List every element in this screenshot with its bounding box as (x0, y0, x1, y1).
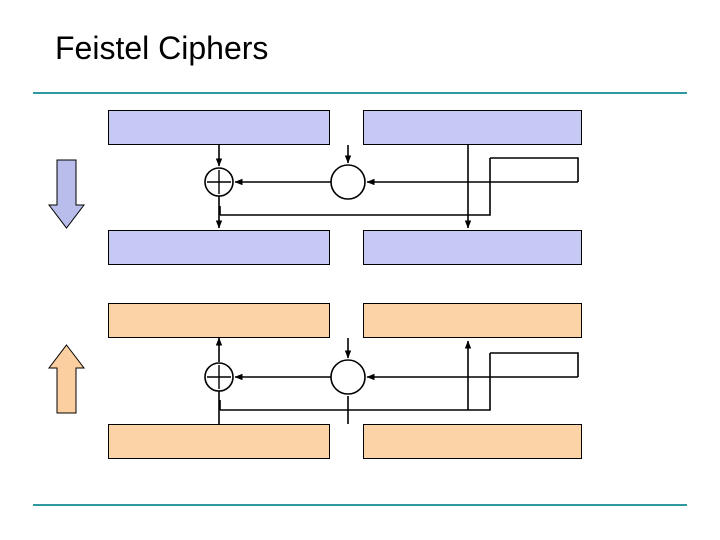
down-arrow-icon (47, 159, 86, 229)
decryption-bottom-right-block (363, 424, 582, 459)
decryption-wiring (215, 337, 579, 424)
encryption-bottom-right-block (363, 230, 582, 265)
page-title: Feistel Ciphers (55, 30, 269, 66)
up-arrow-icon (47, 344, 86, 414)
footer-divider-bottom (33, 504, 687, 506)
decryption-function-node (330, 359, 366, 395)
decryption-xor-node (204, 362, 234, 392)
encryption-xor-node (204, 167, 234, 197)
encryption-bottom-left-block (108, 230, 330, 265)
decryption-bottom-left-block (108, 424, 330, 459)
encryption-function-node (330, 164, 366, 200)
encryption-top-right-block (363, 110, 582, 145)
decryption-top-right-block (363, 303, 582, 338)
encryption-top-left-block (108, 110, 330, 145)
encryption-wiring (215, 145, 579, 229)
title-divider-top (33, 92, 687, 94)
